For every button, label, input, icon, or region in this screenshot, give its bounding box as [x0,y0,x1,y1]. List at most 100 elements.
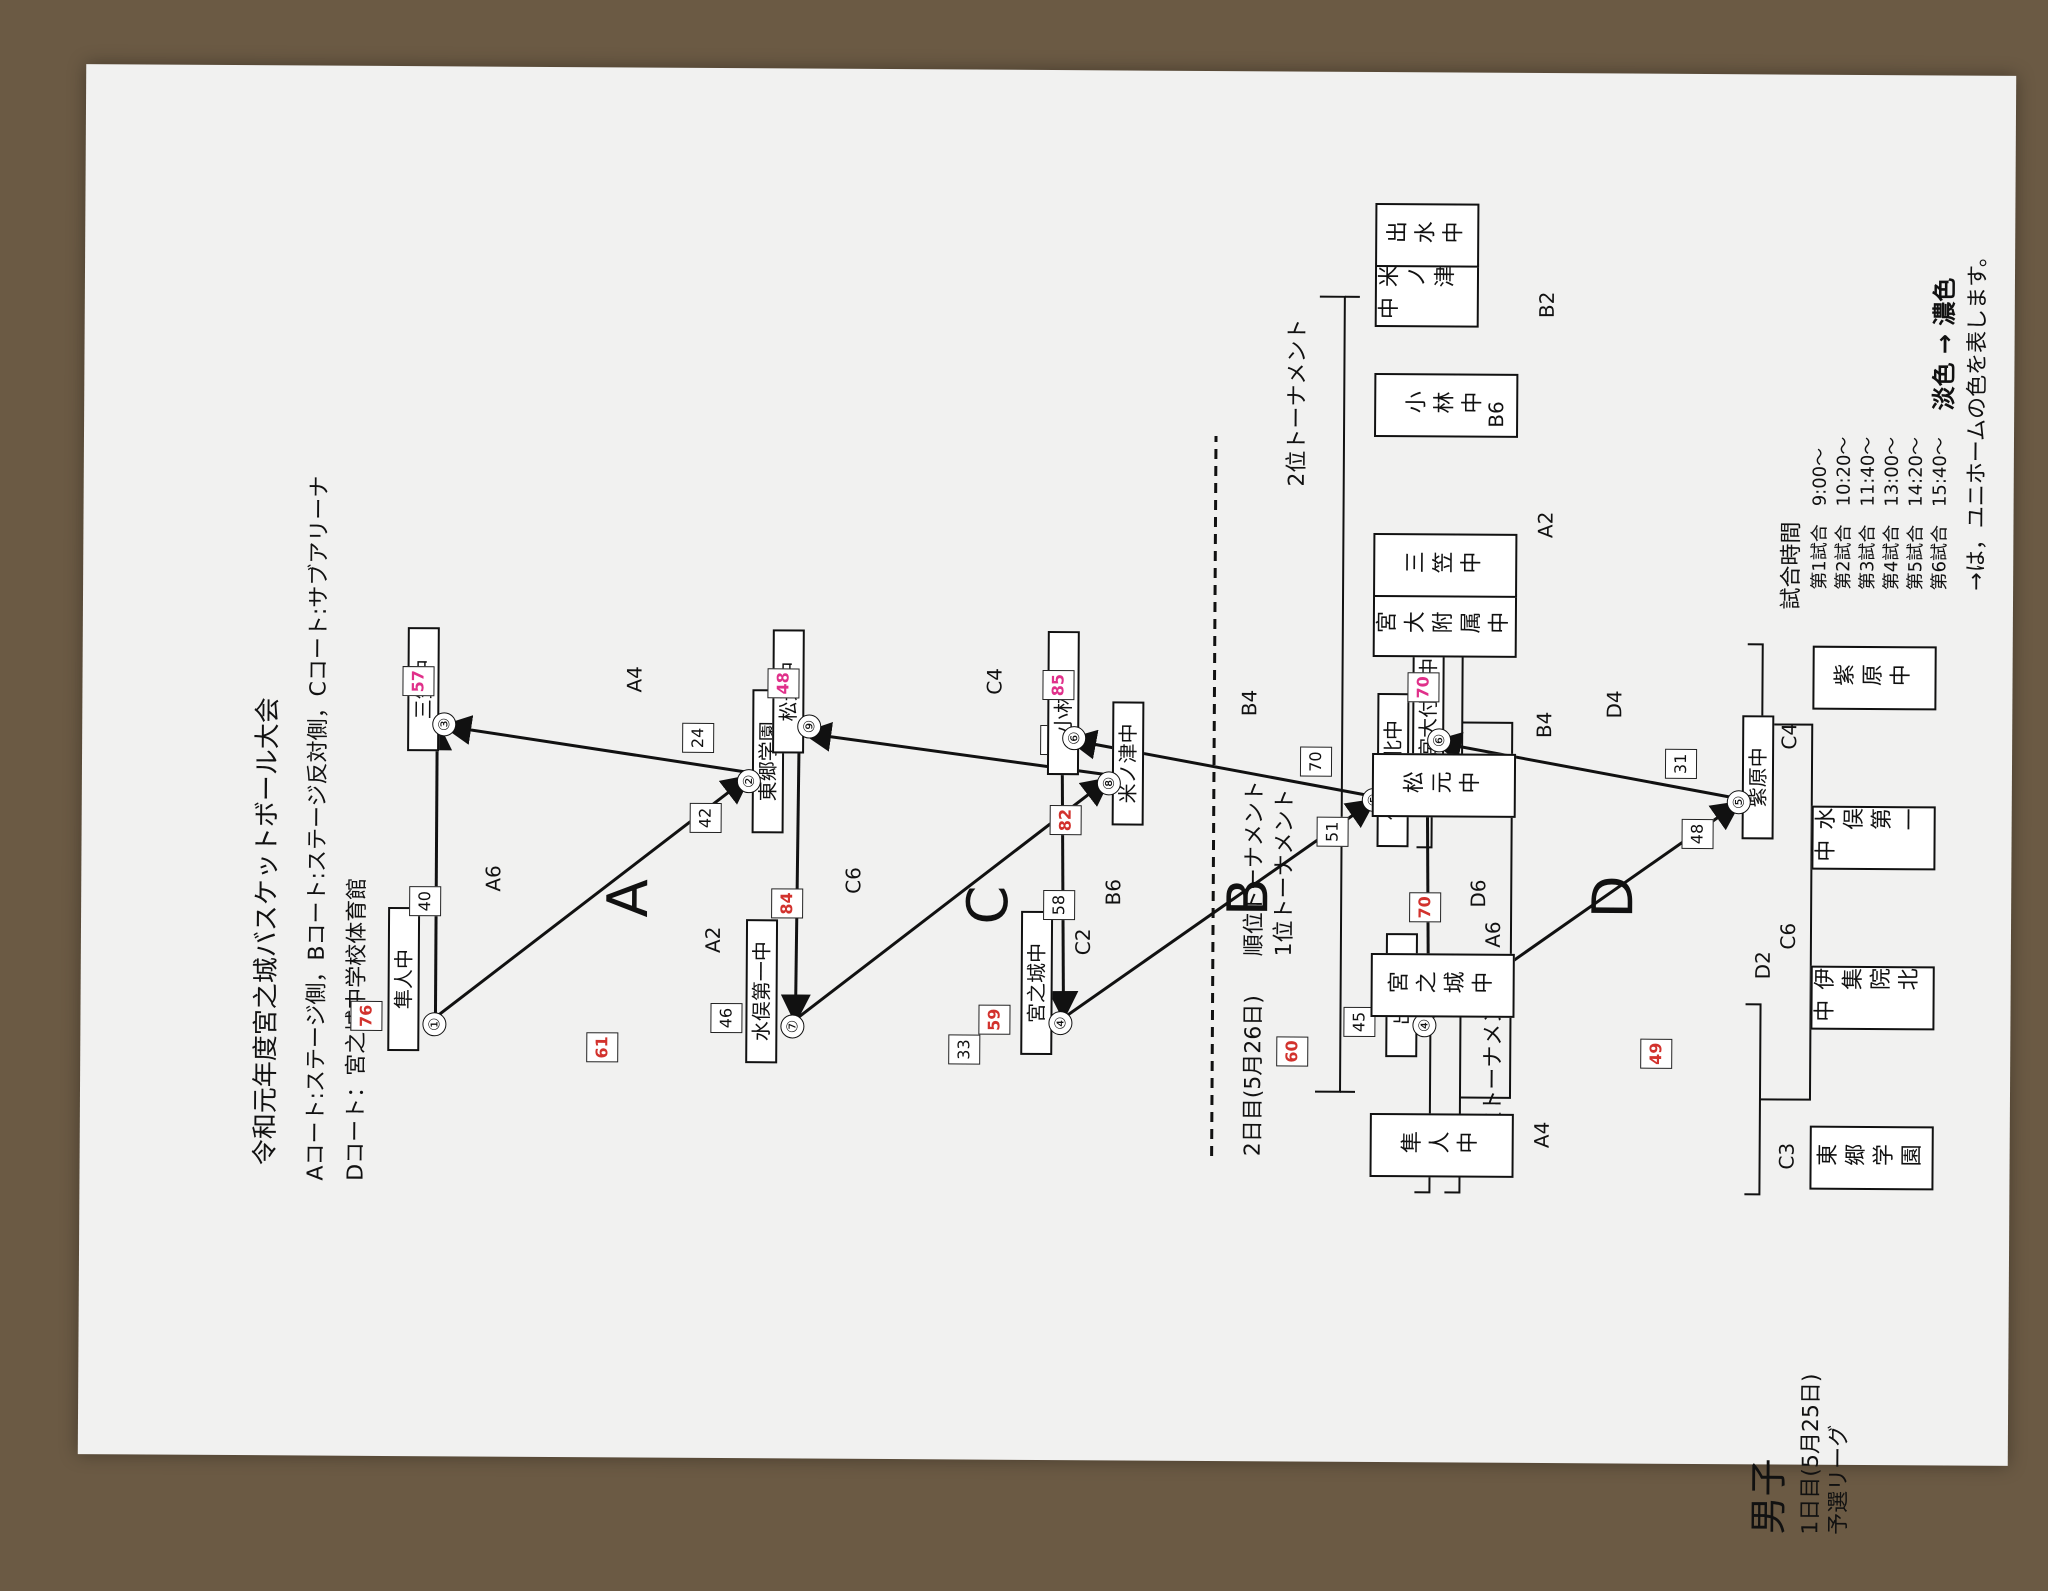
group-b-score-5: 58 [1043,890,1075,920]
bracket3-match-3: C4 [1777,723,1801,750]
group-a-team-3-number: ③ [432,712,456,736]
group-d-score-3: 48 [1681,819,1713,849]
schedule-row-time: 11:40～ [1858,437,1879,507]
group-c-arrow-2 [795,733,799,1018]
group-d-team-3-number: ⑥ [1427,728,1451,752]
group-c-team-1-number: ⑦ [780,1014,804,1038]
bracket2-match-3: B2 [1535,292,1559,319]
bracket3-team-1: 東郷学園 [1809,1126,1933,1191]
schedule-row-time: 9:00～ [1810,448,1831,507]
group-a-score-1: 61 [586,1032,618,1062]
group-a-score-5: 40 [409,886,441,916]
bracket2-team-3: 米ノ津中 [1375,263,1479,328]
group-d-match-2: D4 [1602,690,1626,718]
schedule-table: 第1試合 9:00～ 第2試合 10:20～ 第3試合 11:40～ 第4試合 … [1808,436,1953,590]
bracket3-match-1: C3 [1775,1143,1799,1170]
group-c-score-5: 84 [771,888,803,918]
group-a-score-3: 42 [690,803,722,833]
schedule-row: 第4試合 13:00～ [1880,437,1905,590]
group-c-match-3: C6 [841,867,865,894]
schedule-document: 男子 1日目(5月25日) 予選リーグ 令和元年度宮之城バスケットボール大会 A… [187,190,1995,1591]
group-a-score-4: 24 [682,723,714,753]
schedule-row-time: 14:20～ [1906,437,1927,507]
bracket1-team-2: 宮之城中 [1370,953,1514,1018]
dark-color-label: 濃色 [1931,278,1959,326]
group-c-score-2: 46 [710,1003,742,1033]
group-a-match-3: A6 [481,865,505,892]
second-place-label: 2位トーナメント [1279,318,1312,486]
photo-scene: 男子 1日目(5月25日) 予選リーグ 令和元年度宮之城バスケットボール大会 A… [0,0,2048,1536]
schedule-row-label: 第2試合 [1833,524,1854,590]
league-lines [187,190,1995,1591]
bracket1-team-3: 松元中 [1372,753,1516,818]
group-a-team-1: 隼人中 [387,907,420,1051]
group-d-match-1: D2 [1751,951,1775,979]
bracket1-match-2: A6 [1481,921,1505,948]
schedule-row-label: 第1試合 [1809,524,1830,590]
group-b-score-4: 70 [1300,747,1332,777]
schedule-row-label: 第3試合 [1857,524,1878,590]
bracket3-team-4: 紫原中 [1812,646,1936,711]
schedule-row: 第5試合 14:20～ [1904,437,1929,590]
schedule-row-label: 第4試合 [1881,525,1902,591]
group-d-team-2-number: ⑤ [1727,790,1751,814]
group-b-match-3: B6 [1101,879,1125,906]
schedule-row-time: 15:40～ [1930,437,1951,507]
day-divider [1212,436,1216,1156]
group-a-match-2: A4 [622,666,646,693]
group-d-letter: D [1581,875,1646,919]
rank-tournament-label: 順位トーナメント [1236,780,1269,956]
first-place-label: 1位トーナメント [1266,788,1299,956]
group-d-team-2: 紫原中 [1742,715,1775,839]
group-c-team-3-number: ⑨ [797,714,821,738]
schedule-row: 第3試合 11:40～ [1856,437,1881,590]
group-b-arrow-2 [1060,740,1065,1015]
bracket1-match-1: A4 [1530,1122,1554,1149]
group-b-score-1: 60 [1276,1036,1308,1066]
arrow-label: → [1931,334,1959,354]
group-a-team-1-number: ① [422,1012,446,1036]
group-c-score-1: 33 [948,1034,980,1064]
schedule-row-label: 第6試合 [1929,525,1950,591]
group-c-team-1: 水俣第一中 [745,919,778,1063]
schedule-heading: 試合時間 [1773,521,1806,609]
group-d-score-1: 49 [1640,1039,1672,1069]
group-b-team-1: 宮之城中 [1020,911,1053,1055]
group-d-score-6: 70 [1407,672,1439,702]
group-a-match-1: A2 [701,926,725,953]
group-a-score-2: 76 [350,1001,382,1031]
group-b-score-6: 85 [1042,670,1074,700]
bracket2-match-1: A2 [1533,512,1557,539]
schedule-row: 第6試合 15:40～ [1928,437,1953,590]
group-b-score-3: 51 [1317,817,1349,847]
group-c-letter: C [956,885,1021,925]
bracket1-team-4: 宮大附属中 [1373,593,1517,658]
bracket2-match-2: B6 [1484,401,1508,428]
group-b-team-3-number: ⑥ [1062,726,1086,750]
group-d-score-4: 31 [1665,749,1697,779]
bracket2-team-1: 三笠中 [1373,533,1517,598]
group-b-score-2: 59 [978,1005,1010,1035]
bracket3-team-3: 水俣第一中 [1811,806,1935,871]
group-c-match-1: C2 [1071,928,1095,955]
light-color-label: 淡色 [1930,362,1958,410]
bracket3-team-2: 伊集院北中 [1810,966,1934,1031]
group-c-team-2-number: ⑧ [1097,771,1121,795]
schedule-row-time: 10:20～ [1834,436,1855,506]
bracket2-team-4: 出水中 [1375,203,1479,268]
group-c-match-2: C4 [982,668,1006,695]
schedule-row-label: 第5試合 [1905,525,1926,591]
schedule-row-time: 13:00～ [1882,437,1903,507]
bracket1-match-3: B4 [1532,712,1556,739]
day2-label: 2日目(5月26日) [1235,995,1268,1156]
bracket1-team-1: 隼人中 [1369,1113,1513,1178]
bracket3-match-2: C6 [1776,923,1800,950]
group-c-score-3: 82 [1050,805,1082,835]
uniform-note: →は，ユニホームの色を表します。 [1958,245,1992,591]
group-d-match-3: D6 [1466,879,1490,907]
group-a-letter: A [596,879,661,918]
group-c-score-6: 48 [767,668,799,698]
group-a-arrow-1 [435,726,437,1026]
bracket1-frame [1315,297,1345,1092]
schedule-row: 第1試合 9:00～ [1808,436,1833,589]
